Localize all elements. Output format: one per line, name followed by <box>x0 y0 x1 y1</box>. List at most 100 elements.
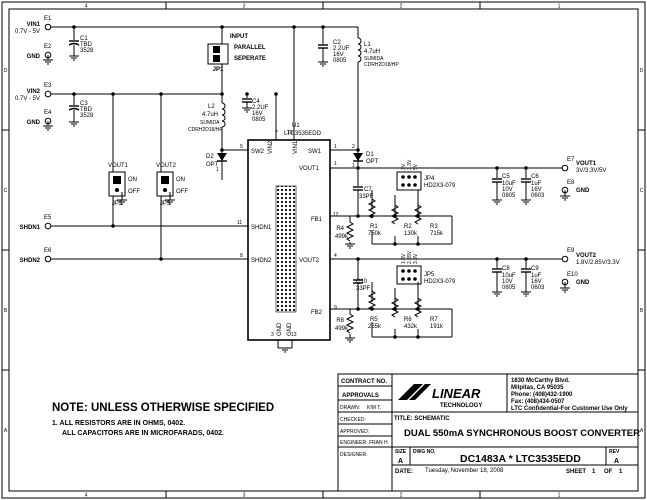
c6-value: 1uF <box>531 181 542 187</box>
title-label: TITLE: SCHEMATIC <box>394 416 450 422</box>
c2-voltage: 16V <box>333 52 344 58</box>
confidential-note: LTC Confidential-For Customer Use Only <box>511 406 628 412</box>
phone: Phone: (408)432-1900 <box>511 392 573 398</box>
c1-ref: C1 <box>80 36 88 42</box>
capacitor-c3 <box>68 105 80 111</box>
c8-value: 10uF <box>502 273 516 279</box>
terminal-e3-net: VIN2 <box>27 89 41 95</box>
capacitor-c9 <box>520 268 532 273</box>
title-block: CONTRACT NO. APPROVALS DRAWN: KIM T. CHE… <box>337 373 640 492</box>
c2-ref: C2 <box>333 40 341 46</box>
ic-u1: U1 LTC3535EDD SW2 5 VIN2 7 VIN1 10 SW1 1… <box>237 25 339 353</box>
l2-mfr: SUMIDA <box>200 120 220 126</box>
jp4-opt-1: 3.3V <box>407 159 413 170</box>
r2-ref: R2 <box>404 224 412 230</box>
pin-gnd-b-num: 13 <box>291 332 297 338</box>
pin-sw2: SW2 <box>251 149 265 155</box>
row-label-right: B <box>640 308 644 314</box>
l2-ref: L2 <box>208 104 215 110</box>
terminal-e6[interactable] <box>44 255 52 263</box>
c5-value: 10uF <box>502 181 516 187</box>
d1-value: OPT <box>366 159 379 165</box>
c10-ref: C10 <box>356 279 368 285</box>
address-line-1: 1630 McCarthy Blvd. <box>511 378 570 384</box>
pin-gnd-a: GND <box>277 322 283 336</box>
sheet-label: SHEET <box>566 469 586 475</box>
sheet-number: 1 <box>592 469 596 475</box>
c4-ref: C4 <box>252 99 260 105</box>
l1-value: 4.7uH <box>364 49 380 55</box>
jumper-jp2[interactable] <box>108 171 126 197</box>
size-value: A <box>398 458 403 465</box>
pin-gnd-a-num: 3 <box>271 332 274 338</box>
r8-ref: R8 <box>336 318 344 324</box>
inductor-l1 <box>357 37 362 63</box>
terminal-e3-ref: E3 <box>44 83 52 89</box>
row-label-right: D <box>640 68 644 74</box>
dwg-label: DWG NO. <box>413 449 436 455</box>
pin-fb1-num: 12 <box>333 212 339 218</box>
c9-voltage: 16V <box>531 279 542 285</box>
jp1-opt-parallel: PARALLEL <box>234 45 266 51</box>
c9-value: 1uF <box>531 273 542 279</box>
notes-heading: NOTE: UNLESS OTHERWISE SPECIFIED <box>52 402 274 414</box>
c3-pkg: 3528 <box>80 113 94 119</box>
jp2-ref: JP2 <box>112 201 123 207</box>
col-label-bottom: 2 <box>400 493 403 499</box>
pin-gnd-b: GND <box>287 322 293 336</box>
c8-ref: C8 <box>502 266 510 272</box>
engineer-value: FRAN H. <box>369 440 389 446</box>
jumper-jp4[interactable] <box>396 171 422 191</box>
jumper-jp5[interactable] <box>396 265 422 285</box>
terminal-e10-ref: E10 <box>567 272 578 278</box>
inductor-l2 <box>221 102 226 128</box>
jumper-jp1[interactable] <box>207 43 229 65</box>
notes-line-2: ALL CAPACITORS ARE IN MICROFARADS, 0402. <box>62 430 224 437</box>
r7-value: 191k <box>430 324 444 330</box>
terminal-e5-ref: E5 <box>44 215 52 221</box>
c1-pkg: 3528 <box>80 48 94 54</box>
terminal-e3[interactable] <box>44 90 52 98</box>
terminal-e1[interactable] <box>44 23 52 31</box>
pin-fb2-num: 9 <box>334 305 337 311</box>
jp4-opt-2: 5V <box>413 163 419 170</box>
jumper-jp3[interactable] <box>156 171 174 197</box>
approvals-label: APPROVALS <box>342 393 379 399</box>
l2-value: 4.7uH <box>202 112 218 118</box>
terminal-e9[interactable] <box>561 255 569 263</box>
capacitor-c1 <box>68 40 80 46</box>
notes: NOTE: UNLESS OTHERWISE SPECIFIED 1. ALL … <box>52 402 274 437</box>
terminal-e7[interactable] <box>561 164 569 172</box>
pin-shdn2: SHDN2 <box>251 258 272 264</box>
l1-mfr: SUMIDA <box>364 56 384 62</box>
rev-label: REV <box>609 449 620 455</box>
c3-value: TBD <box>80 107 93 113</box>
jp4-ref: JP4 <box>424 176 435 182</box>
fax: Fax: (408)434-0507 <box>511 399 565 405</box>
terminal-e5[interactable] <box>44 222 52 230</box>
sheet-of-label: OF <box>604 469 613 475</box>
c7-value: 33PF <box>359 194 374 200</box>
terminal-e8-net: GND <box>576 188 590 194</box>
drawn-value: KIM T. <box>367 405 381 411</box>
pin-sw1-num: 1 <box>334 144 337 150</box>
c7-ref: C7 <box>364 187 372 193</box>
c6-pkg: 0603 <box>531 193 545 199</box>
notes-line-1: 1. ALL RESISTORS ARE IN OHMS, 0402. <box>52 420 185 427</box>
terminal-e1-range: 0.7V - 5V <box>15 29 40 35</box>
c4-value: 2.2UF <box>252 105 269 111</box>
c4-pkg: 0805 <box>252 117 266 123</box>
drawing-title: DUAL 550mA SYNCHRONOUS BOOST CONVERTER <box>404 428 640 439</box>
capacitor-c7 <box>352 186 364 191</box>
col-label-top: 4 <box>85 4 88 10</box>
pin-vin1-num: 10 <box>287 130 293 136</box>
d1-ref: D1 <box>366 152 374 158</box>
output1-section: E7 VOUT1 3V/3.3V/5V C7 33PF R4 499k R1 7… <box>330 157 606 249</box>
ic-ref: U1 <box>292 123 300 129</box>
terminal-e1-ref: E1 <box>44 16 52 22</box>
jp3-title: VOUT2 <box>156 163 177 169</box>
logo-linear: LINEAR <box>432 386 481 401</box>
capacitor-c2 <box>317 44 329 49</box>
pin-vout1: VOUT1 <box>299 166 320 172</box>
